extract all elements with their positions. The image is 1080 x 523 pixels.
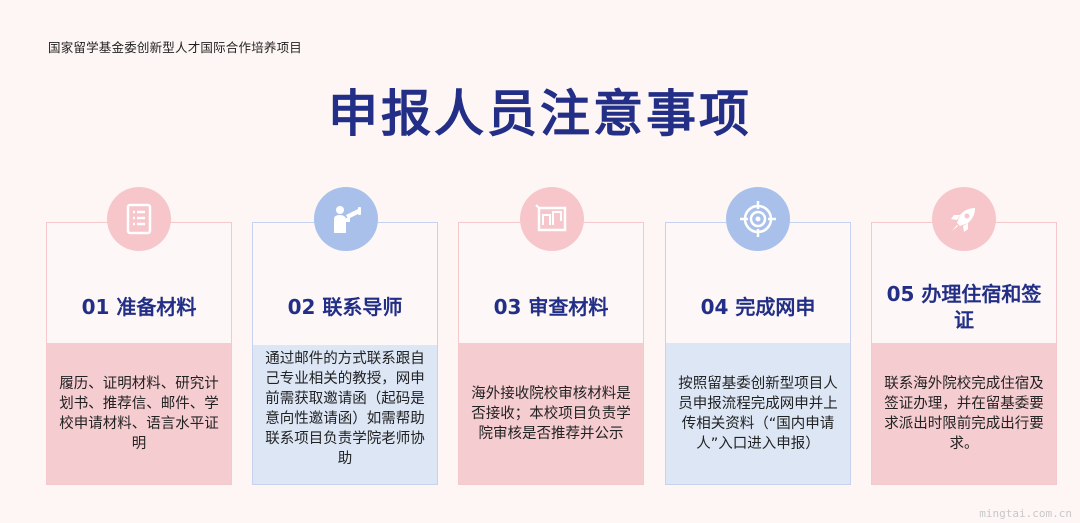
step-card-4: 04 完成网申 按照留基委创新型项目人员申报流程完成网申并上传相关资料（“国内申… (665, 222, 851, 485)
blueprint-icon (520, 187, 584, 251)
step-description: 按照留基委创新型项目人员申报流程完成网申并上传相关资料（“国内申请人”入口进入申… (666, 343, 850, 484)
step-description: 联系海外院校完成住宿及签证办理，并在留基委要求派出时限前完成出行要求。 (872, 343, 1056, 484)
step-title: 03 审查材料 (493, 295, 609, 319)
step-description: 履历、证明材料、研究计划书、推荐信、邮件、学校申请材料、语言水平证明 (47, 343, 231, 484)
rocket-icon (932, 187, 996, 251)
step-card-3: 03 审查材料 海外接收院校审核材料是否接收；本校项目负责学院审核是否推荐并公示 (458, 222, 644, 485)
step-card-1: 01 准备材料 履历、证明材料、研究计划书、推荐信、邮件、学校申请材料、语言水平… (46, 222, 232, 485)
project-subtitle: 国家留学基金委创新型人才国际合作培养项目 (48, 40, 303, 55)
step-card-2: 02 联系导师 通过邮件的方式联系跟自己专业相关的教授，网申前需获取邀请函（起码… (252, 222, 438, 485)
target-icon (726, 187, 790, 251)
step-title: 05 办理住宿和签证 (886, 282, 1042, 332)
step-card-5: 05 办理住宿和签证 联系海外院校完成住宿及签证办理，并在留基委要求派出时限前完… (871, 222, 1057, 485)
step-title: 02 联系导师 (287, 295, 403, 319)
watermark-text: mingtai.com.cn (979, 507, 1072, 520)
step-title: 01 准备材料 (81, 295, 197, 319)
checklist-icon (107, 187, 171, 251)
step-title: 04 完成网申 (700, 295, 816, 319)
telescope-person-icon (314, 187, 378, 251)
step-description: 通过邮件的方式联系跟自己专业相关的教授，网申前需获取邀请函（起码是意向性邀请函）… (253, 345, 437, 484)
step-description: 海外接收院校审核材料是否接收；本校项目负责学院审核是否推荐并公示 (459, 343, 643, 484)
page-title: 申报人员注意事项 (328, 85, 752, 143)
